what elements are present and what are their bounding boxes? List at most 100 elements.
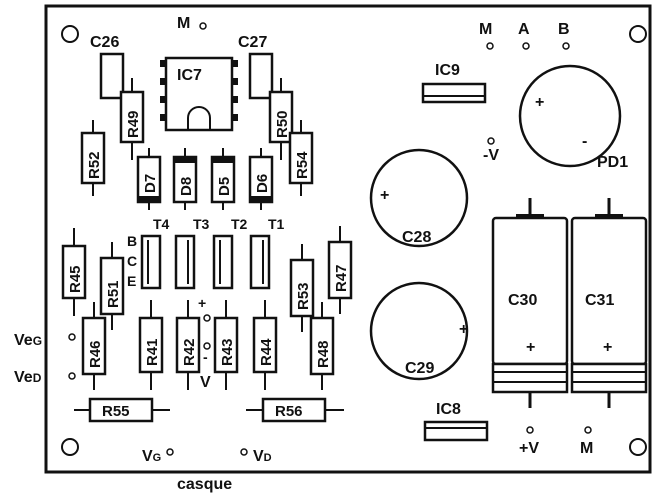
capacitor-c26 <box>99 52 125 100</box>
transistor-t2 <box>212 234 234 290</box>
pad-vg <box>166 448 174 456</box>
svg-text:D7: D7 <box>142 174 159 193</box>
resistor-r49: R49 <box>119 78 145 160</box>
transistor-t4 <box>140 234 162 290</box>
capacitor-c29 <box>369 281 469 381</box>
pd1-plus: + <box>535 94 544 111</box>
label-t3: T3 <box>193 216 210 232</box>
svg-text:C31: C31 <box>585 292 614 309</box>
c28-plus: + <box>380 187 389 204</box>
label-ic9: IC9 <box>435 62 460 79</box>
c29-plus: + <box>459 321 468 338</box>
resistor-r55: R55 <box>74 397 170 423</box>
label-c26: C26 <box>90 34 119 51</box>
ic7-notch <box>187 106 211 130</box>
resistor-r43: R43 <box>213 300 239 390</box>
diode-d8: D8 <box>172 148 198 210</box>
svg-text:+: + <box>526 339 535 356</box>
pad-minus-v <box>487 137 495 145</box>
resistor-r52: R52 <box>80 120 106 196</box>
label-b: B <box>558 21 570 38</box>
resistor-r47: R47 <box>327 226 353 314</box>
pad-a <box>522 42 530 50</box>
label-m-bottom: M <box>580 440 593 457</box>
label-v-mid: V <box>200 374 211 391</box>
svg-text:D8: D8 <box>178 177 195 196</box>
label-ved: VeD <box>14 369 42 386</box>
capacitor-c30: C30 + <box>491 198 569 408</box>
pad-plus-mid <box>203 314 211 322</box>
svg-text:R55: R55 <box>102 403 130 420</box>
pad-vd <box>240 448 248 456</box>
svg-text:R43: R43 <box>219 338 236 366</box>
label-t2: T2 <box>231 216 248 232</box>
resistor-r51: R51 <box>99 242 125 330</box>
resistor-r41: R41 <box>138 300 164 390</box>
label-minus-mid: - <box>203 349 208 365</box>
label-c29: C29 <box>405 360 434 377</box>
label-t1: T1 <box>268 216 285 232</box>
pad-m-right <box>486 42 494 50</box>
svg-text:R44: R44 <box>258 338 275 366</box>
pad-plus-v <box>526 426 534 434</box>
capacitor-c27 <box>248 52 274 100</box>
capacitor-c31: C31 + <box>570 198 648 408</box>
label-m-top: M <box>177 15 190 32</box>
pin-label-b: B <box>127 233 137 249</box>
mounting-hole-top-left <box>61 25 79 43</box>
label-ic7: IC7 <box>177 67 202 84</box>
resistor-r48: R48 <box>309 302 335 390</box>
resistor-r44: R44 <box>252 300 278 390</box>
svg-text:R54: R54 <box>294 151 311 179</box>
svg-text:D6: D6 <box>254 174 271 193</box>
diode-d6: D6 <box>248 148 274 210</box>
label-plus-mid: + <box>198 295 206 311</box>
pin-label-e: E <box>127 273 136 289</box>
svg-text:R45: R45 <box>67 265 84 293</box>
resistor-r46: R46 <box>81 302 107 390</box>
svg-text:R47: R47 <box>333 264 350 292</box>
capacitor-c28 <box>369 148 469 248</box>
svg-text:+: + <box>603 339 612 356</box>
svg-text:R42: R42 <box>181 338 198 366</box>
pad-m-top <box>199 22 207 30</box>
transistor-t3 <box>174 234 196 290</box>
label-ic8: IC8 <box>436 401 461 418</box>
resistor-r53: R53 <box>289 244 315 332</box>
pin-label-c: C <box>127 253 137 269</box>
pad-b <box>562 42 570 50</box>
label-c28: C28 <box>402 229 431 246</box>
mounting-hole-top-right <box>629 25 647 43</box>
svg-text:R53: R53 <box>295 282 312 310</box>
label-a: A <box>518 21 530 38</box>
mounting-hole-bottom-left <box>61 438 79 456</box>
label-pd1: PD1 <box>597 154 628 171</box>
svg-text:C30: C30 <box>508 292 537 309</box>
label-veg: VeG <box>14 332 42 349</box>
ic8-regulator <box>423 420 489 442</box>
svg-text:D5: D5 <box>216 177 233 196</box>
pad-ved <box>68 372 76 380</box>
caption-casque: casque <box>177 476 232 493</box>
pd1-minus: - <box>582 133 587 150</box>
pad-minus-mid <box>203 342 211 350</box>
pad-m-bottom <box>584 426 592 434</box>
diode-d7: D7 <box>136 148 162 210</box>
ic7-package <box>164 56 234 132</box>
label-c27: C27 <box>238 34 267 51</box>
label-t4: T4 <box>153 216 170 232</box>
pad-veg <box>68 333 76 341</box>
label-vg: VG <box>142 448 161 465</box>
svg-text:R48: R48 <box>315 340 332 368</box>
label-vd: VD <box>253 448 272 465</box>
svg-text:R50: R50 <box>274 110 291 138</box>
svg-text:R51: R51 <box>105 280 122 308</box>
svg-text:R49: R49 <box>125 110 142 138</box>
label-minus-v: -V <box>483 147 499 164</box>
diode-d5: D5 <box>210 148 236 210</box>
svg-text:R41: R41 <box>144 338 161 366</box>
svg-text:R46: R46 <box>87 340 104 368</box>
transistor-t1 <box>249 234 271 290</box>
resistor-r54: R54 <box>288 120 314 196</box>
resistor-r42: R42 <box>175 300 201 390</box>
